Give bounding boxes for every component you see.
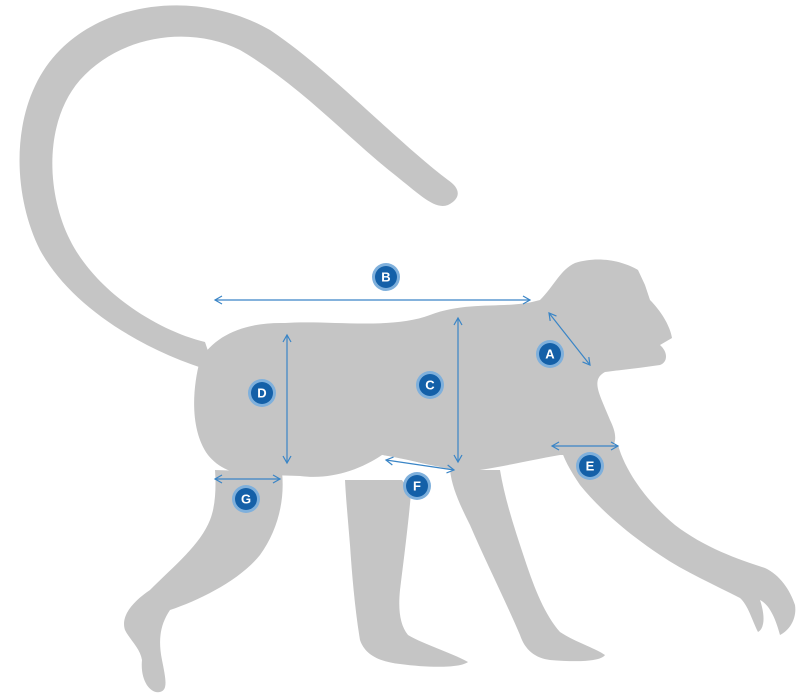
- marker-a: A: [536, 340, 564, 368]
- marker-e: E: [576, 452, 604, 480]
- marker-g-label: G: [241, 492, 251, 507]
- marker-b-label: B: [381, 270, 390, 285]
- hind-leg-middle: [345, 480, 468, 667]
- marker-d-label: D: [257, 386, 266, 401]
- marker-f: F: [403, 472, 431, 500]
- marker-a-label: A: [545, 347, 555, 362]
- marker-c: C: [416, 371, 444, 399]
- torso: [194, 259, 672, 476]
- marker-b: B: [372, 263, 400, 291]
- marker-e-label: E: [586, 459, 595, 474]
- front-leg-middle: [450, 470, 605, 661]
- marker-d: D: [248, 379, 276, 407]
- monkey-silhouette: [20, 5, 796, 692]
- marker-c-label: C: [425, 378, 435, 393]
- marker-f-label: F: [413, 479, 421, 494]
- marker-g: G: [232, 485, 260, 513]
- tail: [20, 5, 458, 372]
